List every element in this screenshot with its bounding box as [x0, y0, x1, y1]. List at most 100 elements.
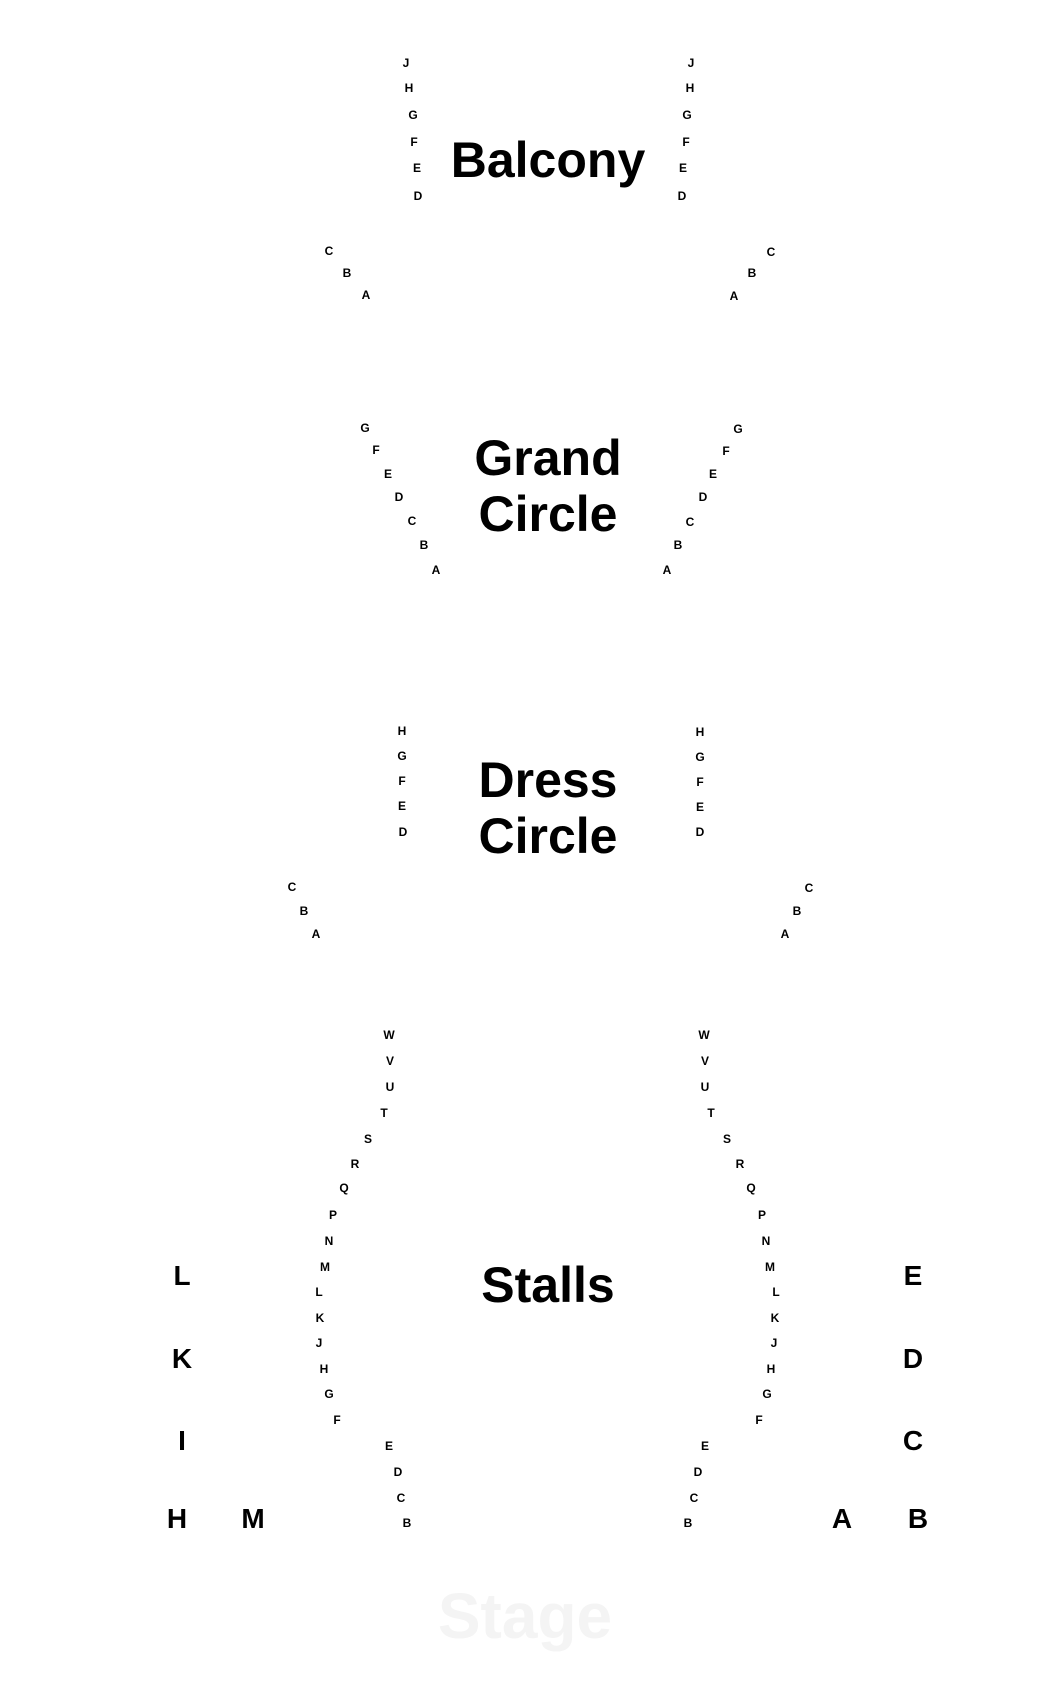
stalls-right-row-label: R	[735, 1157, 745, 1171]
balcony-left-row-label: B	[342, 266, 352, 280]
dress-circle-left-row-label: H	[397, 724, 407, 738]
grand-circle-left-row-label: G	[360, 421, 370, 435]
stalls-right-row-label: T	[707, 1106, 715, 1120]
stalls-left-row-label: U	[385, 1080, 395, 1094]
stalls-right-row-label: B	[683, 1516, 693, 1530]
section-title-stalls: Stalls	[481, 1257, 615, 1313]
balcony-left-row-label: J	[402, 56, 410, 70]
dress-circle-left-row-label: D	[398, 825, 408, 839]
grand-circle-left-row-label: F	[372, 443, 380, 457]
balcony-right-row-label: D	[677, 189, 687, 203]
stalls-right-row-label: F	[755, 1413, 763, 1427]
dress-circle-right-row-label: H	[695, 725, 705, 739]
stalls-left-row-label: Q	[339, 1181, 349, 1195]
stalls-boxes-right-row-label: C	[902, 1425, 924, 1456]
grand-circle-right-row-label: A	[662, 563, 672, 577]
stalls-left-row-label: E	[384, 1439, 394, 1453]
balcony-right-row-label: A	[729, 289, 739, 303]
balcony-right-row-label: F	[682, 135, 690, 149]
dress-circle-right-row-label: B	[792, 904, 802, 918]
stalls-right-row-label: D	[693, 1465, 703, 1479]
stalls-left-row-label: W	[383, 1028, 395, 1042]
stalls-right-row-label: L	[772, 1285, 780, 1299]
stalls-boxes-right-row-label: A	[831, 1503, 853, 1534]
stalls-left-row-label: T	[380, 1106, 388, 1120]
stalls-left-row-label: F	[333, 1413, 341, 1427]
stalls-left-row-label: K	[315, 1311, 325, 1325]
balcony-right-row-label: E	[678, 161, 688, 175]
balcony-right-row-label: H	[685, 81, 695, 95]
dress-circle-right-row-label: D	[695, 825, 705, 839]
grand-circle-right-row-label: D	[698, 490, 708, 504]
stalls-left-row-label: S	[363, 1132, 373, 1146]
stalls-left-row-label: H	[319, 1362, 329, 1376]
dress-circle-right-row-label: C	[804, 881, 814, 895]
balcony-left-row-label: C	[324, 244, 334, 258]
dress-circle-left-row-label: A	[311, 927, 321, 941]
grand-circle-right-row-label: G	[733, 422, 743, 436]
stalls-boxes-left-row-label: I	[178, 1425, 186, 1456]
stalls-right-row-label: N	[761, 1234, 771, 1248]
dress-circle-right-row-label: A	[780, 927, 790, 941]
dress-circle-right-row-label: E	[695, 800, 705, 814]
stalls-left-row-label: M	[320, 1260, 330, 1274]
stalls-left-row-label: P	[328, 1208, 338, 1222]
stalls-right-row-label: M	[765, 1260, 775, 1274]
section-title-dress-circle: Dress Circle	[478, 752, 618, 864]
balcony-left-row-label: G	[408, 108, 418, 122]
stalls-left-row-label: B	[402, 1516, 412, 1530]
stalls-boxes-left-row-label: H	[166, 1503, 188, 1534]
stalls-left-row-label: L	[315, 1285, 323, 1299]
stalls-boxes-left-row-label: K	[171, 1343, 193, 1374]
grand-circle-left-row-label: B	[419, 538, 429, 552]
stalls-right-row-label: Q	[746, 1181, 756, 1195]
dress-circle-left-row-label: G	[397, 749, 407, 763]
section-title-balcony: Balcony	[450, 132, 646, 188]
stalls-boxes-right-row-label: E	[903, 1260, 923, 1291]
stalls-left-row-label: N	[324, 1234, 334, 1248]
grand-circle-right-row-label: F	[722, 444, 730, 458]
balcony-left-row-label: D	[413, 189, 423, 203]
stalls-boxes-right-row-label: D	[902, 1343, 924, 1374]
stalls-left-row-label: V	[385, 1054, 395, 1068]
balcony-left-row-label: F	[410, 135, 418, 149]
stalls-left-row-label: R	[350, 1157, 360, 1171]
balcony-left-row-label: H	[404, 81, 414, 95]
grand-circle-left-row-label: C	[407, 514, 417, 528]
stalls-right-row-label: J	[770, 1336, 778, 1350]
stage-watermark: Stage	[437, 1580, 613, 1652]
dress-circle-left-row-label: B	[299, 904, 309, 918]
stalls-right-row-label: K	[770, 1311, 780, 1325]
stalls-right-row-label: U	[700, 1080, 710, 1094]
stalls-boxes-left-row-label: L	[173, 1260, 191, 1291]
balcony-left-row-label: A	[361, 288, 371, 302]
stalls-right-row-label: S	[722, 1132, 732, 1146]
dress-circle-left-row-label: C	[287, 880, 297, 894]
dress-circle-left-row-label: F	[398, 774, 406, 788]
stalls-left-row-label: D	[393, 1465, 403, 1479]
dress-circle-right-row-label: G	[695, 750, 705, 764]
stalls-right-row-label: W	[698, 1028, 710, 1042]
stalls-right-row-label: C	[689, 1491, 699, 1505]
balcony-right-row-label: C	[766, 245, 776, 259]
stalls-boxes-left-row-label: M	[241, 1503, 265, 1534]
grand-circle-left-row-label: A	[431, 563, 441, 577]
balcony-left-row-label: E	[412, 161, 422, 175]
stalls-right-row-label: H	[766, 1362, 776, 1376]
grand-circle-right-row-label: C	[685, 515, 695, 529]
stalls-boxes-right-row-label: B	[907, 1503, 929, 1534]
balcony-right-row-label: J	[687, 56, 695, 70]
stalls-left-row-label: G	[324, 1387, 334, 1401]
stalls-left-row-label: J	[315, 1336, 323, 1350]
dress-circle-right-row-label: F	[696, 775, 704, 789]
grand-circle-left-row-label: D	[394, 490, 404, 504]
stalls-left-row-label: C	[396, 1491, 406, 1505]
stalls-right-row-label: P	[757, 1208, 767, 1222]
stalls-right-row-label: V	[700, 1054, 710, 1068]
balcony-right-row-label: B	[747, 266, 757, 280]
grand-circle-left-row-label: E	[383, 467, 393, 481]
section-title-grand-circle: Grand Circle	[474, 430, 622, 542]
stalls-right-row-label: G	[762, 1387, 772, 1401]
grand-circle-right-row-label: E	[708, 467, 718, 481]
